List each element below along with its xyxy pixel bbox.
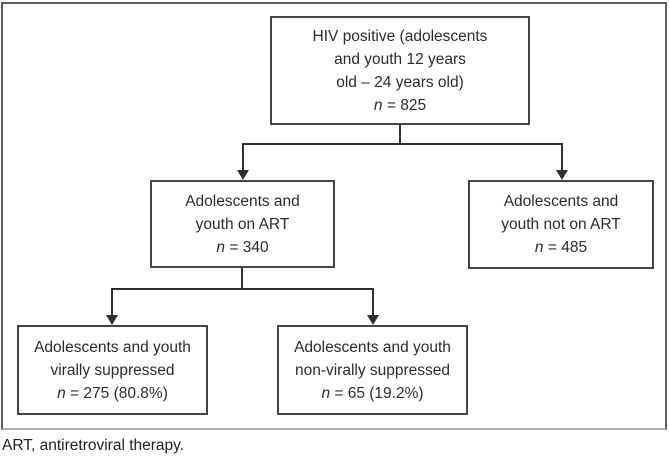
arrowhead-to-on-art [237, 170, 249, 180]
box-on-art: Adolescents and youth on ART n = 340 [150, 180, 335, 268]
box-text-line: virally suppressed [50, 361, 175, 379]
box-text-line: and youth 12 years [334, 50, 466, 68]
box-text-line: Adolescents and [185, 192, 300, 210]
connector-root-split [242, 125, 563, 171]
arrowhead-to-suppressed [106, 315, 118, 325]
box-text-line: Adolescents and youth [34, 338, 191, 356]
arrowhead-to-not-on-art [556, 170, 568, 180]
count-line: n = 485 [534, 239, 588, 256]
arrowhead-to-not-suppressed [367, 315, 379, 325]
count-line: n = 65 (19.2%) [321, 384, 424, 402]
box-virally-suppressed: Adolescents and youth virally suppressed… [17, 325, 208, 415]
count-line: n = 275 (80.8%) [57, 384, 168, 402]
footnote: ART, antiretroviral therapy. [2, 437, 185, 454]
box-text-line: HIV positive (adolescents [312, 27, 488, 45]
box-text-line: old – 24 years old) [336, 73, 464, 91]
box-non-virally-suppressed: Adolescents and youth non-virally suppre… [277, 325, 468, 415]
box-not-on-art: Adolescents and youth not on ART n = 485 [468, 180, 654, 269]
box-text-line: non-virally suppressed [294, 361, 451, 379]
box-text-line: Adolescents and [503, 193, 619, 210]
count-line: n = 825 [373, 96, 427, 114]
connector-art-split [111, 268, 374, 316]
box-text-line: youth on ART [195, 215, 290, 233]
box-text-line: Adolescents and youth [294, 338, 451, 356]
box-hiv-positive: HIV positive (adolescents and youth 12 y… [270, 16, 530, 125]
box-text-line: youth not on ART [501, 216, 621, 233]
count-line: n = 340 [216, 238, 269, 256]
